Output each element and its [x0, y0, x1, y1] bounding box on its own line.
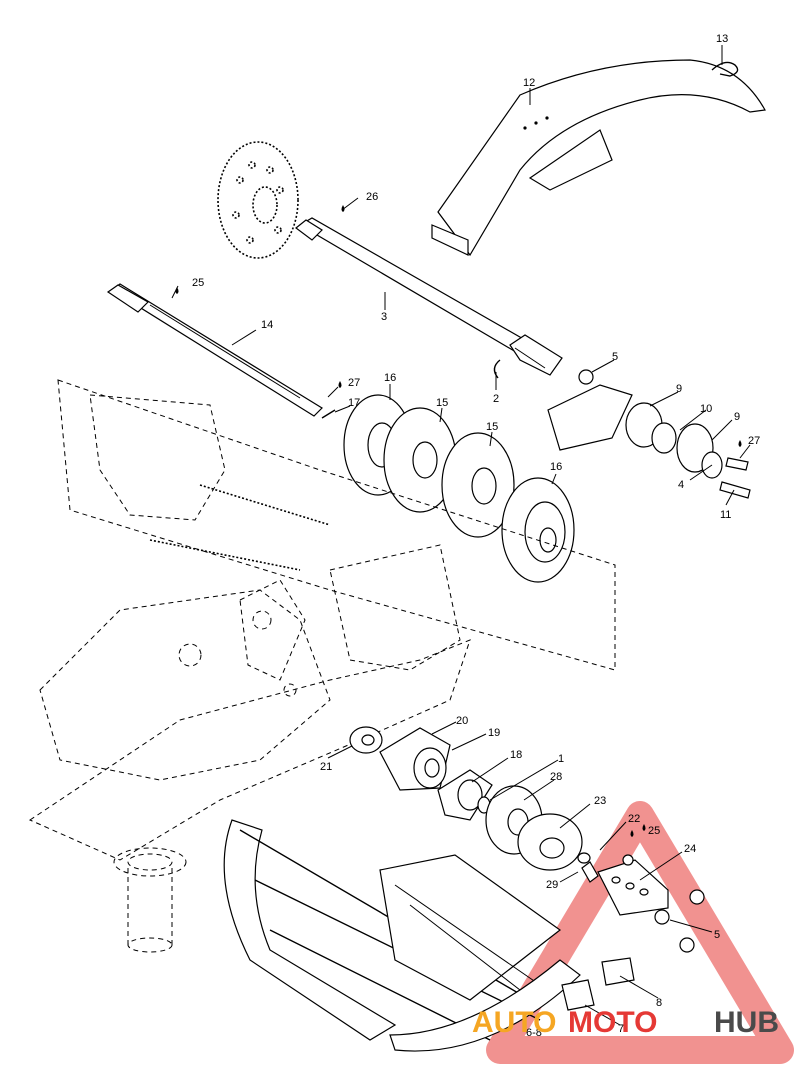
- callout-16: 16: [384, 372, 396, 384]
- callout-24: 24: [684, 843, 696, 855]
- callout-21: 21: [320, 761, 332, 773]
- callout-labels: 13 12 26 25 3 14 5 16 27 2 9 17 15 10 9 …: [192, 33, 760, 1039]
- watermark-hub: HUB: [714, 1006, 779, 1039]
- callout-5: 5: [612, 351, 618, 363]
- right-bearing-assembly: [547, 369, 751, 499]
- callout-10: 10: [700, 403, 712, 415]
- callout-9: 9: [676, 383, 682, 395]
- part-24-bracket: [597, 854, 705, 953]
- callout-8: 8: [656, 997, 662, 1009]
- grease-drop-icon: [175, 205, 742, 837]
- track: [223, 819, 581, 1052]
- callout-11: 11: [720, 509, 731, 521]
- callout-22: 22: [628, 813, 640, 825]
- watermark-moto: MOTO: [568, 1006, 657, 1039]
- callout-15b: 15: [486, 421, 498, 433]
- slides: [561, 957, 635, 1011]
- chassis-frame: [28, 379, 616, 861]
- watermark-text: AUTO MOTO HUB: [472, 1006, 779, 1039]
- callout-5b: 5: [714, 929, 720, 941]
- callout-18: 18: [510, 749, 522, 761]
- callout-25b: 25: [648, 825, 660, 837]
- callout-9b: 9: [734, 411, 740, 423]
- watermark-auto: AUTO: [472, 1006, 556, 1039]
- watermark-logo: [486, 801, 794, 1064]
- callout-15: 15: [436, 397, 448, 409]
- callout-2: 2: [493, 393, 499, 405]
- brake-disc: [217, 141, 299, 259]
- callout-26: 26: [366, 191, 378, 203]
- callout-12: 12: [523, 77, 535, 89]
- callout-27b: 27: [748, 435, 760, 447]
- callout-25: 25: [192, 277, 204, 289]
- part-13-pin: [711, 61, 739, 77]
- part-17-pin: [321, 409, 336, 419]
- left-bearing-assembly: [349, 726, 599, 883]
- callout-17: 17: [348, 397, 360, 409]
- callout-13: 13: [716, 33, 728, 45]
- callout-16b: 16: [550, 461, 562, 473]
- part-3-drive-axle: [295, 217, 563, 376]
- callout-27: 27: [348, 377, 360, 389]
- leader-lines: [171, 45, 751, 1026]
- part-12-cover: [431, 59, 766, 257]
- callout-6-8: 6-8: [526, 1027, 542, 1039]
- callout-3: 3: [381, 311, 387, 323]
- callout-1: 1: [558, 753, 564, 765]
- cylinder-mount: [113, 847, 187, 953]
- callout-19: 19: [488, 727, 500, 739]
- callout-4: 4: [678, 479, 684, 491]
- callout-7: 7: [618, 1023, 624, 1035]
- callout-23: 23: [594, 795, 606, 807]
- callout-28: 28: [550, 771, 562, 783]
- callout-29: 29: [546, 879, 558, 891]
- callout-14: 14: [261, 319, 273, 331]
- callout-20: 20: [456, 715, 468, 727]
- part-14-axle: [106, 283, 323, 417]
- sprocket-set: [343, 394, 575, 583]
- part-2-circlip: [493, 359, 501, 379]
